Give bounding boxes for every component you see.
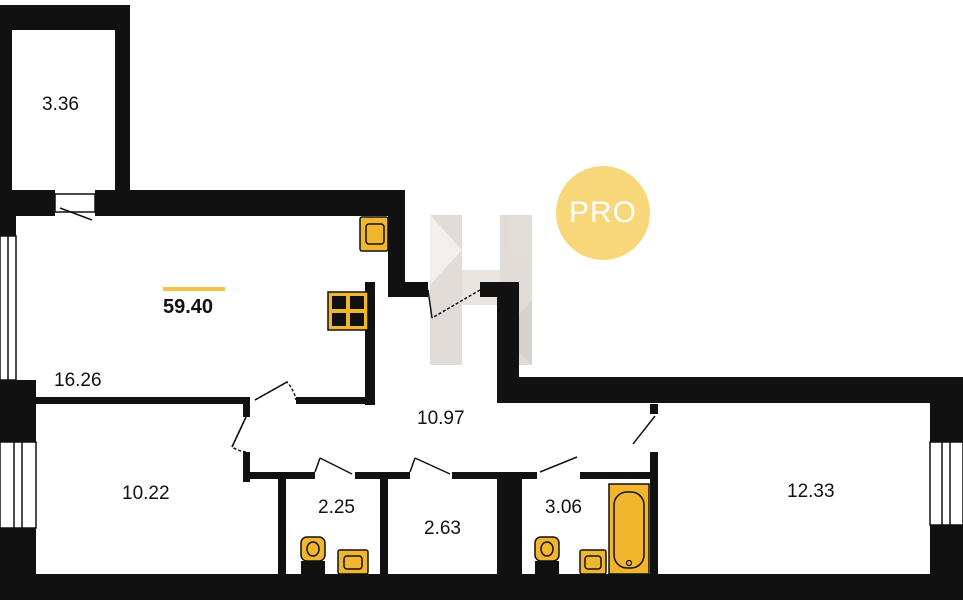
- room-area-bedroom-right: 12.33: [787, 481, 835, 502]
- room-area-hallway: 10.97: [417, 408, 465, 429]
- total-area: 59.40: [163, 296, 214, 318]
- room-area-kitchen: 16.26: [54, 370, 102, 391]
- pro-badge-label: PRO: [568, 196, 637, 229]
- walls: [0, 5, 963, 600]
- room-area-bedroom-left: 10.22: [122, 483, 170, 504]
- sink-icon: [359, 216, 389, 252]
- total-area-accent: [163, 287, 225, 291]
- room-area-wc: 2.25: [318, 497, 355, 518]
- sink-icon: [337, 549, 607, 575]
- bathtub-icon: [608, 483, 650, 575]
- pro-badge: PRO: [556, 166, 650, 260]
- stove-icon: [327, 291, 369, 331]
- room-area-bathroom: 3.06: [545, 497, 582, 518]
- room-area-storage: 2.63: [424, 518, 461, 539]
- room-area-balcony: 3.36: [42, 94, 79, 115]
- toilet-icon: [300, 536, 560, 574]
- window-icon: [0, 193, 963, 529]
- door-icon: [59, 207, 656, 475]
